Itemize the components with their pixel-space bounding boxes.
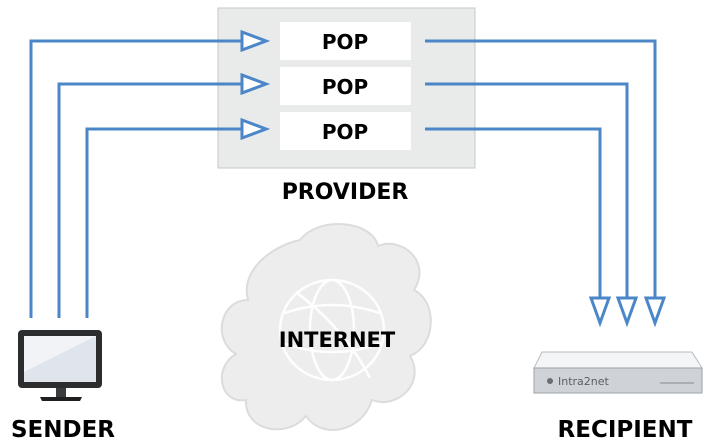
intra2net-device-icon: Intra2net xyxy=(533,351,703,394)
provider-label: PROVIDER xyxy=(282,180,409,205)
recipient-label: RECIPIENT xyxy=(558,417,693,443)
pop-box: POP xyxy=(280,67,411,105)
arrow-right-icon xyxy=(240,72,271,96)
arrow-down-icon xyxy=(615,296,639,328)
recipient-flow-lines xyxy=(425,39,667,328)
device-brand-label: Intra2net xyxy=(558,375,610,388)
sender-label: SENDER xyxy=(11,417,115,443)
pop-label: POP xyxy=(322,120,368,144)
sender-flow-lines xyxy=(29,29,271,318)
arrow-down-icon xyxy=(643,296,667,328)
pop-label: POP xyxy=(322,75,368,99)
arrow-down-icon xyxy=(588,296,612,328)
pop-box: POP xyxy=(280,22,411,60)
arrow-right-icon xyxy=(240,29,271,53)
pop-box: POP xyxy=(280,112,411,150)
internet-label: INTERNET xyxy=(279,328,396,352)
monitor-icon xyxy=(18,330,102,401)
arrow-right-icon xyxy=(240,117,271,141)
globe-icon xyxy=(278,278,386,382)
pop-label: POP xyxy=(322,30,368,54)
internet-cloud: INTERNET xyxy=(220,223,432,431)
